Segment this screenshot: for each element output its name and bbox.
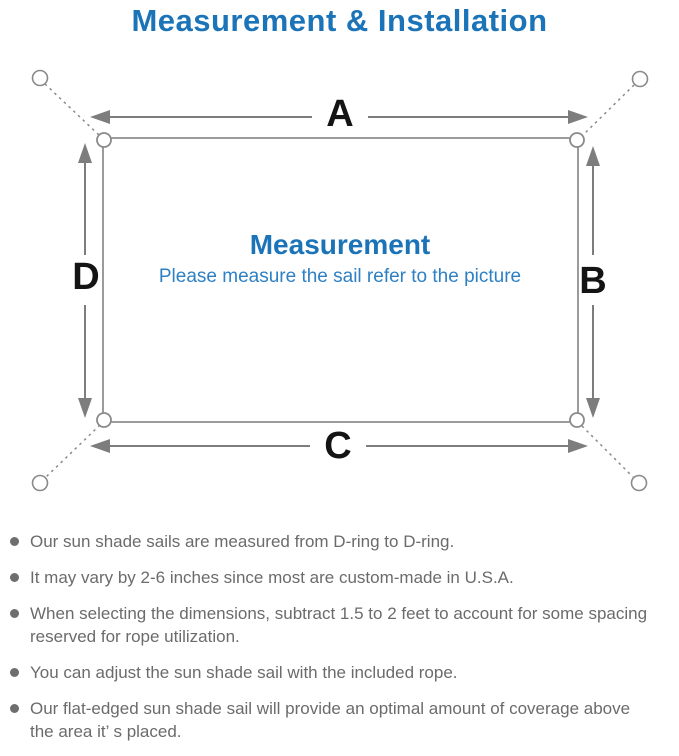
d-ring-icon-top-right <box>569 132 585 148</box>
bullet-dot-icon <box>10 573 19 582</box>
rope-dashed-line-top-left <box>44 83 101 137</box>
arrowhead-right-icon <box>568 439 588 453</box>
rope-dashed-line-bottom-left <box>45 424 101 478</box>
arrowhead-left-icon <box>90 110 110 124</box>
note-text: the area it’ s placed. <box>30 722 182 741</box>
arrowhead-left-icon <box>90 439 110 453</box>
page-title: Measurement & Installation <box>131 3 548 38</box>
center-caption-title: Measurement <box>249 229 431 260</box>
center-caption: Measurement Please measure the sail refe… <box>130 228 550 290</box>
bullet-dot-icon <box>10 704 19 713</box>
rope-dashed-line-bottom-right <box>581 425 634 478</box>
note-text: You can adjust the sun shade sail with t… <box>30 663 458 682</box>
note-text: Our flat-edged sun shade sail will provi… <box>30 699 631 718</box>
list-item: It may vary by 2-6 inches since most are… <box>10 566 675 589</box>
bullet-dot-icon <box>10 668 19 677</box>
notes-list: Our sun shade sails are measured from D-… <box>0 520 679 756</box>
d-rings <box>96 132 585 428</box>
dimension-label-d: D <box>72 256 100 298</box>
rope-dashed-line-top-right <box>581 84 635 137</box>
arrowhead-down-icon <box>78 398 92 418</box>
d-ring-icon-bottom-left <box>96 412 112 428</box>
bullet-dot-icon <box>10 609 19 618</box>
measurement-diagram: A B C D Measurement Please measure the s… <box>0 60 679 520</box>
dimension-label-b: B <box>579 260 607 302</box>
arrowhead-up-icon <box>78 143 92 163</box>
anchor-point-icon-bottom-right <box>630 474 648 492</box>
dimension-label-a: A <box>326 93 354 135</box>
rope-lines <box>44 83 635 478</box>
anchor-point-icon-top-right <box>631 70 649 88</box>
note-text: It may vary by 2-6 inches since most are… <box>30 568 514 587</box>
list-item: When selecting the dimensions, subtract … <box>10 602 675 648</box>
sail-outline <box>102 137 579 423</box>
list-item: Our sun shade sails are measured from D-… <box>10 530 675 553</box>
diagram-canvas <box>31 69 649 492</box>
arrowhead-up-icon <box>586 146 600 166</box>
note-text: When selecting the dimensions, subtract … <box>30 604 648 623</box>
center-caption-subtitle: Please measure the sail refer to the pic… <box>158 266 522 287</box>
list-item: Our flat-edged sun shade sail will provi… <box>10 697 675 743</box>
list-item: You can adjust the sun shade sail with t… <box>10 661 675 684</box>
d-ring-icon-bottom-right <box>569 412 585 428</box>
arrowhead-right-icon <box>568 110 588 124</box>
dimension-label-c: C <box>324 425 352 467</box>
arrowhead-down-icon <box>586 398 600 418</box>
anchor-points <box>31 69 649 492</box>
bullet-dot-icon <box>10 537 19 546</box>
d-ring-icon-top-left <box>96 132 112 148</box>
note-text: Our sun shade sails are measured from D-… <box>30 532 455 551</box>
anchor-point-icon-top-left <box>31 69 49 87</box>
note-text: reserved for rope utilization. <box>30 627 240 646</box>
anchor-point-icon-bottom-left <box>31 474 49 492</box>
dimension-arrows <box>78 110 600 453</box>
